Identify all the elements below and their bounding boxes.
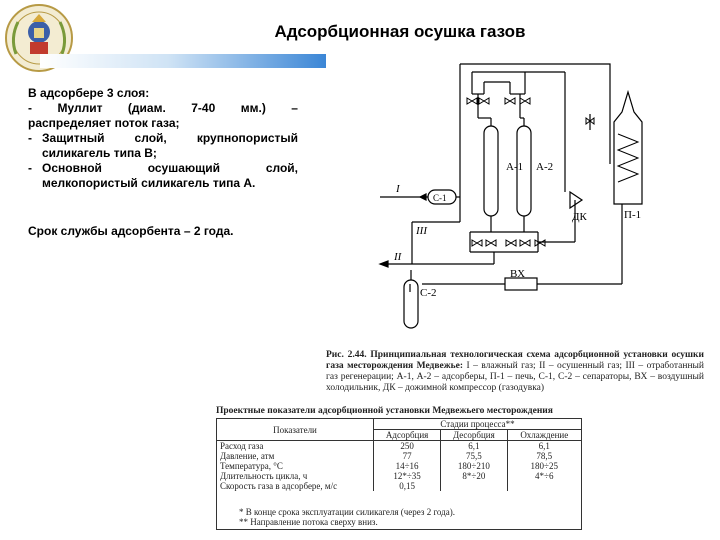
arrows [378,193,427,268]
table-row: Длительность цикла, ч 12*÷35 8*÷20 4*÷6 [217,471,581,481]
intro-line: В адсорбере 3 слоя: [28,86,150,100]
label-dk: ДК [572,211,588,223]
table-row: Температура, °С 14÷16 180÷210 180÷25 [217,461,581,471]
header-indicator: Показатели [217,419,374,441]
label-c2: С-2 [420,287,437,299]
table-note: ** Направление потока сверху вниз. [239,517,378,527]
table-subheader-row: Адсорбция Десорбция Охлаждение [217,429,581,441]
cell: 6,1 [506,440,581,451]
service-life-text: Срок службы адсорбента – 2 года. [28,224,234,238]
mullit-word: мм.) [240,101,266,115]
adsorber-a1 [478,117,499,232]
mullit-continuation: распределяет поток газа; [28,116,180,130]
label-a2: А-2 [536,161,553,173]
label-stream-iii: III [415,225,428,237]
adsorber-description: В адсорбере 3 слоя: - Муллит (диам. 7-40… [28,86,298,191]
label-p1: П-1 [624,209,641,221]
list-item-text: Основной осушающий слой, мелкопористый с… [42,161,298,190]
header-stages: Стадии процесса** [373,419,581,430]
list-bullet: - [28,131,32,145]
cell: 14÷16 [372,461,441,471]
label-vkh: ВХ [510,268,525,280]
row-label: Длительность цикла, ч [220,471,308,481]
adsorber-a2 [516,117,532,232]
row-label: Давление, атм [220,451,275,461]
mullit-word: Муллит [57,101,103,115]
table-note: * В конце срока эксплуатации силикагеля … [239,507,455,517]
cell [440,481,508,491]
mullit-line: - Муллит (диам. 7-40 мм.) – [28,101,298,116]
cell: 75,5 [440,451,508,461]
furnace-p1 [585,89,643,212]
table-notes: * В конце срока эксплуатации силикагеля … [239,507,455,527]
table-row: Скорость газа в адсорбере, м/с 0,15 [217,481,581,491]
list-item-text: Защитный слой, крупнопористый силикагель… [42,131,298,160]
caption-title: Рис. 2.44. Принципиальная технологическа… [326,350,704,371]
bottom-pipework [380,200,623,292]
cell: 0,15 [372,481,441,491]
top-pipework [459,63,611,200]
list-bullet: - [28,161,32,175]
label-c1: С-1 [433,193,447,203]
cell: 8*÷20 [440,471,508,481]
title-gradient-bar [40,54,326,68]
separator-c2 [403,270,419,329]
slide-title: Адсорбционная осушка газов [274,22,526,41]
project-parameters-table: Показатели Стадии процесса** Адсорбция Д… [216,418,582,530]
air-cooler-vkh [504,277,538,291]
table-row: Расход газа 250 6,1 6,1 [217,440,581,451]
cell: 180÷210 [440,461,508,471]
mullit-word: (диам. [127,101,166,115]
label-a1: А-1 [506,161,523,173]
table-row: Давление, атм 77 75,5 78,5 [217,451,581,461]
header-stage: Адсорбция [372,429,441,441]
row-label: Скорость газа в адсорбере, м/с [220,481,338,491]
cell: 6,1 [440,440,508,451]
bottom-valves [471,239,546,247]
cell: 180÷25 [506,461,581,471]
header-stage: Охлаждение [506,429,581,441]
cell: 250 [372,440,441,451]
mullit-word: – [291,101,298,115]
label-stream-i: I [395,183,401,195]
list-item: - Защитный слой, крупнопористый силикаге… [28,131,298,161]
mullit-word: - [28,101,32,115]
compressor-dk [564,86,584,210]
cell: 77 [372,451,441,461]
list-item: - Основной осушающий слой, мелкопористый… [28,161,298,191]
figure-caption: Рис. 2.44. Принципиальная технологическа… [326,350,704,394]
top-valves [466,97,531,105]
table-title: Проектные показатели адсорбционной устан… [216,406,553,416]
cell: 78,5 [506,451,581,461]
process-flow-diagram: А-1 А-2 С-1 С-2 ДК П-1 ВХ I II III [378,63,643,329]
cell [506,481,581,491]
table-header-row: Показатели Стадии процесса** [217,419,581,441]
label-stream-ii: II [393,251,403,263]
cell: 12*÷35 [372,471,441,481]
mullit-word: 7-40 [191,101,216,115]
cell: 4*÷6 [506,471,581,481]
caption-body: I – влажный газ; II – осушенный газ; III… [326,361,705,393]
header-stage: Десорбция [440,429,508,441]
row-label: Расход газа [220,441,264,451]
row-label: Температура, °С [220,461,283,471]
